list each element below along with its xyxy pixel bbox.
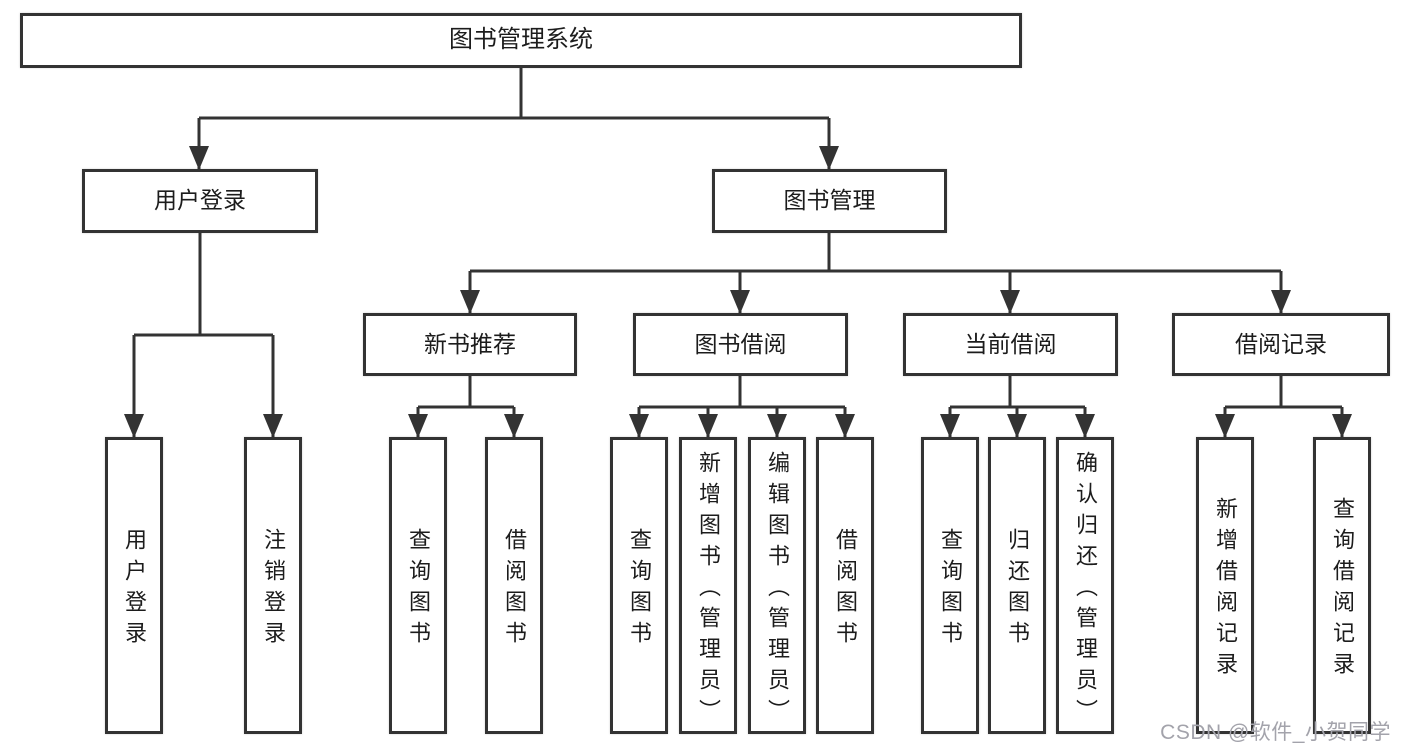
leaf-query-borrow-record: 查询借阅记录	[1313, 437, 1371, 734]
node-book-management: 图书管理	[712, 169, 947, 233]
node-borrowing-records: 借阅记录	[1172, 313, 1390, 376]
leaf-borrowing-query-books: 查询图书	[610, 437, 668, 734]
leaf-logout: 注销登录	[244, 437, 302, 734]
leaf-recommend-query-books: 查询图书	[389, 437, 447, 734]
node-user-login: 用户登录	[82, 169, 318, 233]
leaf-return-books: 归还图书	[988, 437, 1046, 734]
leaf-current-query-books: 查询图书	[921, 437, 979, 734]
node-new-book-recommend: 新书推荐	[363, 313, 577, 376]
leaf-recommend-borrow-books: 借阅图书	[485, 437, 543, 734]
leaf-user-login: 用户登录	[105, 437, 163, 734]
leaf-add-borrow-record: 新增借阅记录	[1196, 437, 1254, 734]
node-current-borrowing: 当前借阅	[903, 313, 1118, 376]
watermark-text: CSDN @软件_小贺同学	[1160, 721, 1391, 744]
leaf-add-books-admin: 新增图书（管理员）	[679, 437, 737, 734]
leaf-borrowing-borrow-books: 借阅图书	[816, 437, 874, 734]
leaf-edit-books-admin: 编辑图书（管理员）	[748, 437, 806, 734]
node-library-management-system: 图书管理系统	[20, 13, 1022, 68]
node-book-borrowing: 图书借阅	[633, 313, 848, 376]
leaf-confirm-return-admin: 确认归还（管理员）	[1056, 437, 1114, 734]
